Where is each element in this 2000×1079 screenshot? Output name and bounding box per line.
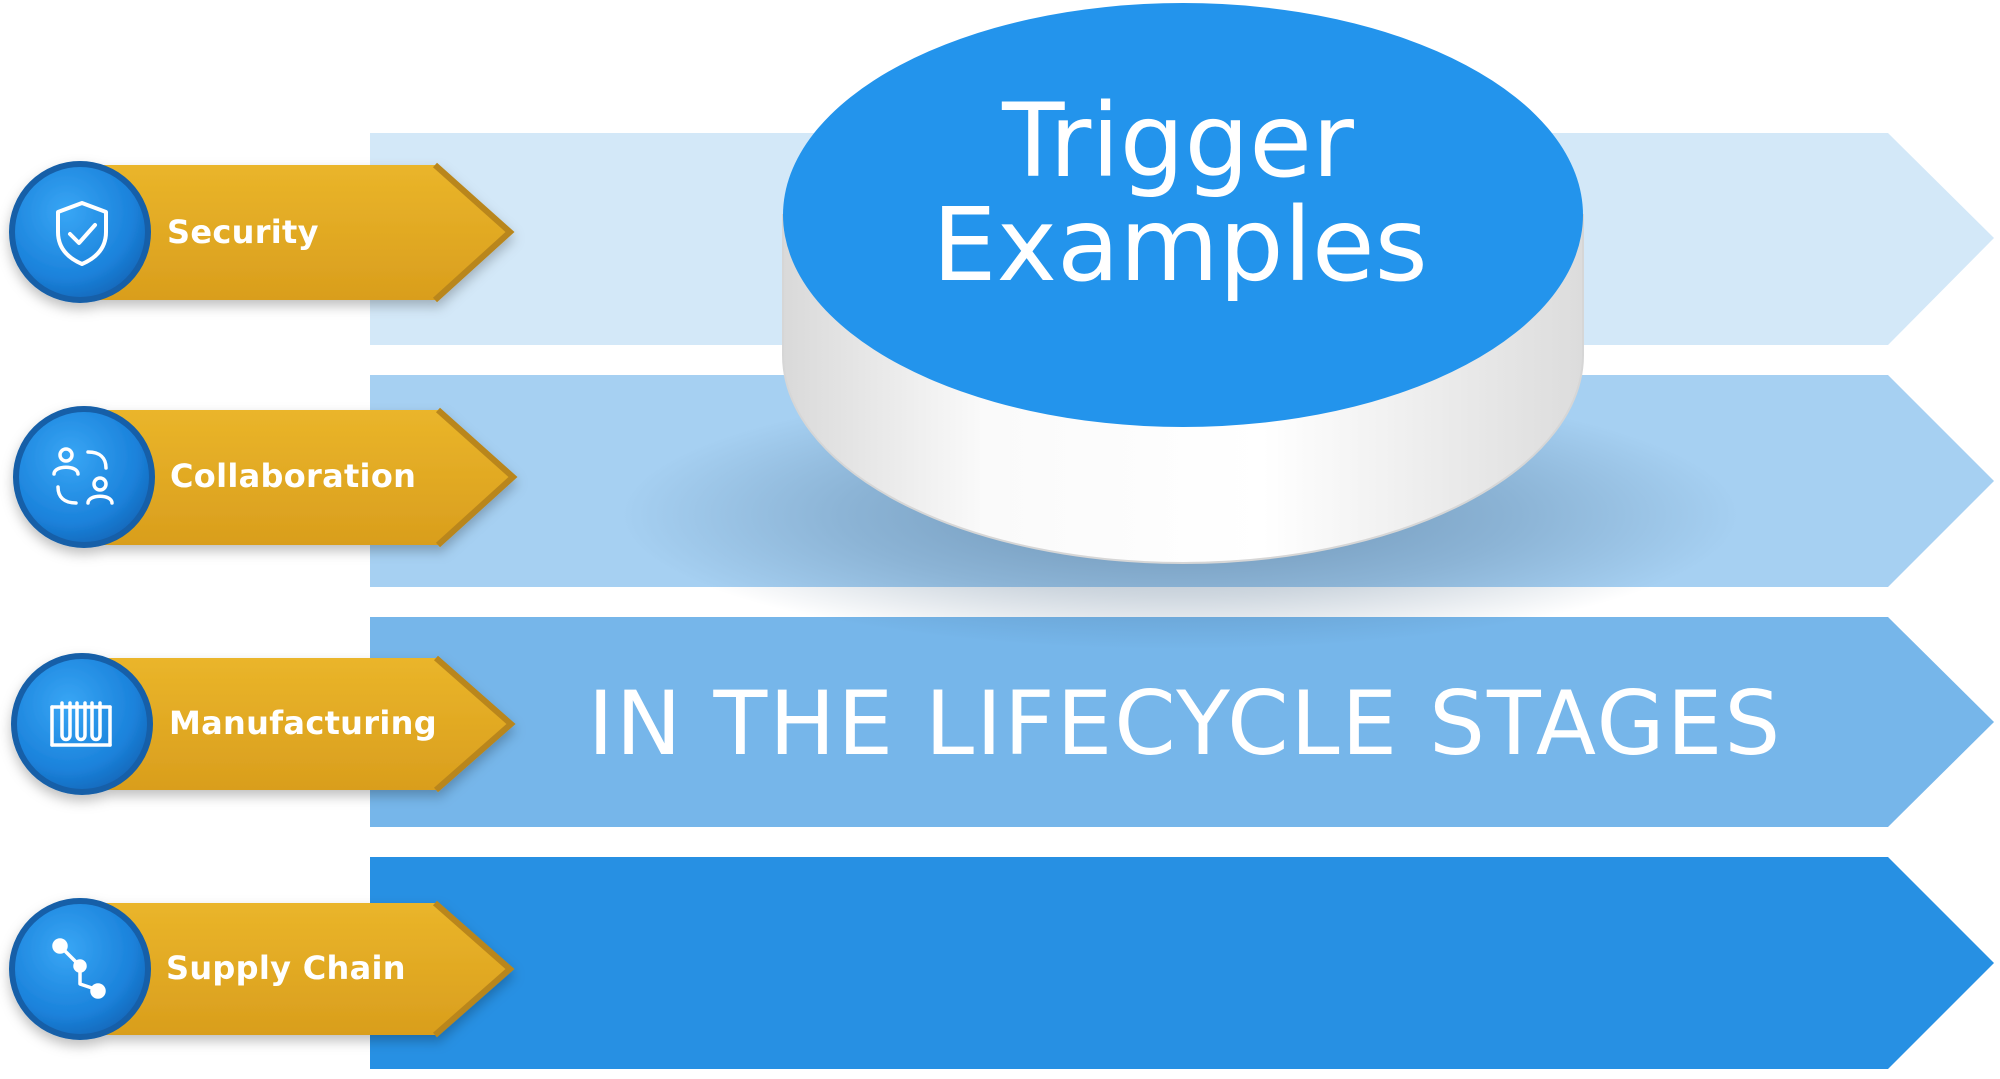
stage-tag	[80, 658, 511, 790]
stage-label-collaboration: Collaboration	[170, 457, 416, 495]
stage-collaboration	[13, 406, 518, 548]
route-nodes-icon	[52, 938, 106, 999]
title-line-2: Examples	[932, 186, 1428, 305]
band-arrow-supply-chain	[370, 857, 1994, 1069]
title-line-1: Trigger	[1001, 82, 1354, 201]
stage-icon-circle	[11, 653, 153, 795]
lifecycle-banner-text: IN THE LIFECYCLE STAGES	[588, 672, 1782, 775]
shield-check-icon	[56, 201, 108, 266]
band-arrow-manufacturing	[370, 617, 1994, 827]
stage-manufacturing	[11, 653, 516, 795]
stage-icon-circle	[13, 406, 155, 548]
stage-label-supply-chain: Supply Chain	[166, 949, 406, 987]
test-tubes-icon	[50, 701, 112, 747]
stage-security	[9, 161, 515, 303]
stage-label-manufacturing: Manufacturing	[169, 704, 437, 742]
stage-icon-circle	[9, 161, 151, 303]
people-exchange-icon	[52, 447, 114, 505]
stage-label-security: Security	[167, 213, 319, 251]
stage-tag	[78, 903, 510, 1035]
title-disc: Trigger Examples	[782, 3, 1584, 564]
stage-tag	[82, 410, 513, 545]
stage-tag	[78, 165, 510, 300]
disc-top	[783, 3, 1583, 427]
